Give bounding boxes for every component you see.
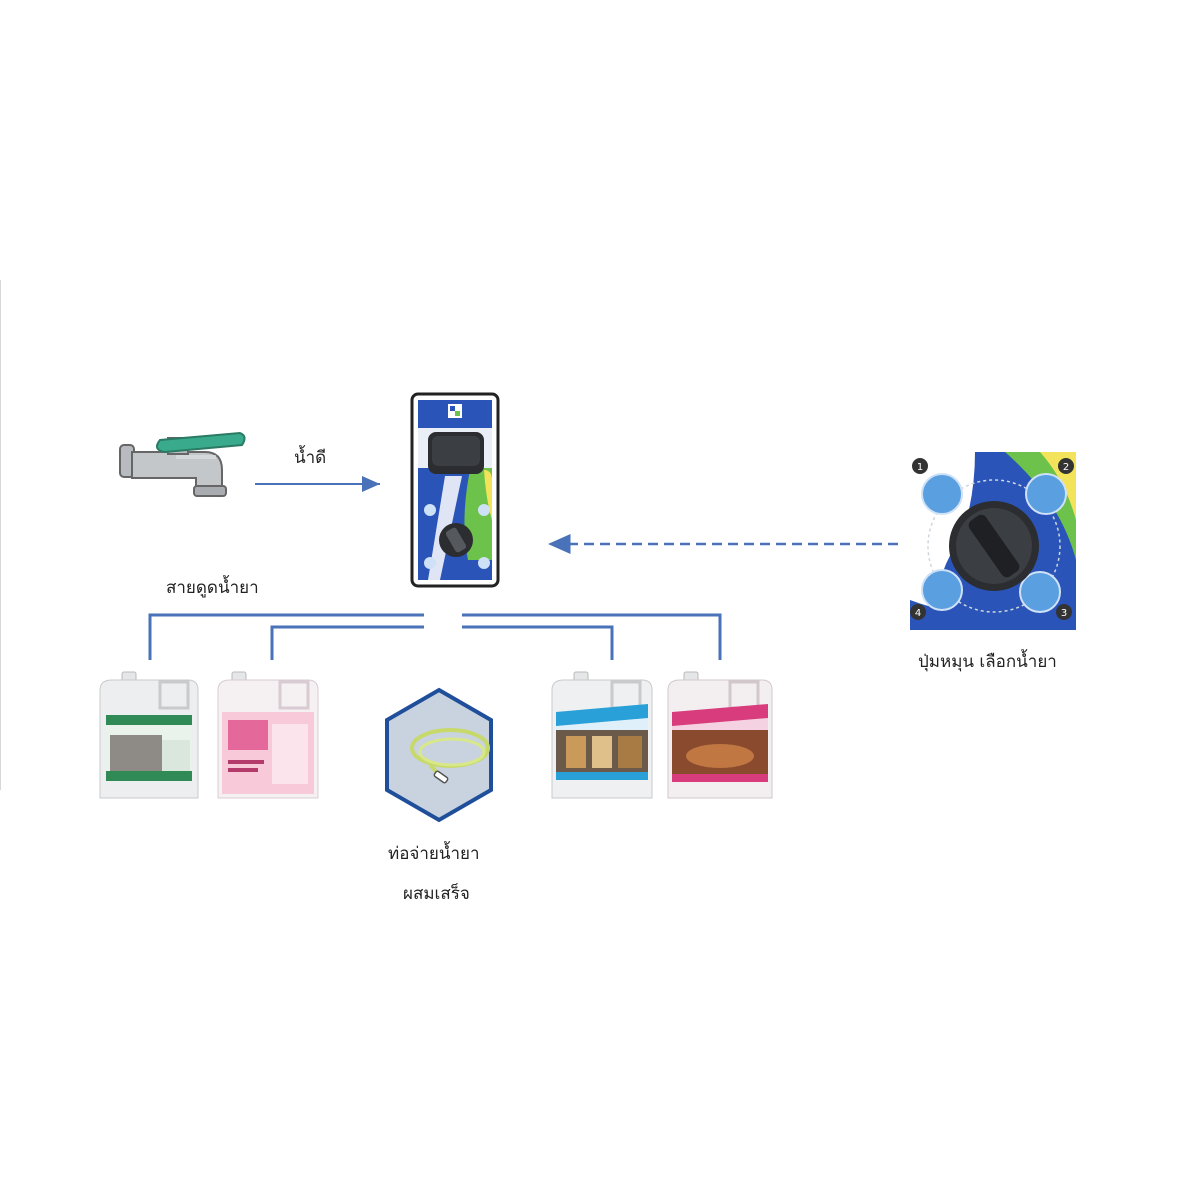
left-edge-line <box>0 280 1 790</box>
hose-connectors <box>148 613 722 660</box>
knob-number-1: 1 <box>917 462 923 473</box>
faucet-handle <box>155 431 246 454</box>
knob-number-2: 2 <box>1063 462 1069 473</box>
knob-number-4: 4 <box>915 608 921 619</box>
good-water-label: น้ำดี <box>294 448 327 468</box>
outlet-label-line2: ผสมเสร็จ <box>403 884 470 904</box>
knob-position-4 <box>910 604 926 620</box>
hose-line-4 <box>462 625 614 660</box>
bottle-2 <box>217 671 319 799</box>
suction-hose-label: สายดูดน้ำยา <box>166 578 259 598</box>
knob-position-1 <box>912 458 928 474</box>
selector-knob-label: ปุ่มหมุน เลือกน้ำยา <box>918 652 1057 672</box>
hose-line-1 <box>148 613 424 660</box>
knob-position-3 <box>1056 604 1072 620</box>
dispenser-unit <box>410 392 500 588</box>
knob-number-3: 3 <box>1061 608 1067 619</box>
outlet-label-line1: ท่อจ่ายน้ำยา <box>388 844 480 864</box>
knob-position-2 <box>1058 458 1074 474</box>
bottle-4 <box>667 671 773 799</box>
faucet-icon <box>119 431 246 497</box>
hose-line-3 <box>462 613 722 660</box>
outlet-hose-hexagon <box>385 687 493 823</box>
hose-line-2 <box>270 625 424 660</box>
selector-knob-image: 1 2 3 4 <box>910 452 1076 630</box>
bottle-3 <box>551 671 653 799</box>
bottle-1 <box>99 671 199 799</box>
